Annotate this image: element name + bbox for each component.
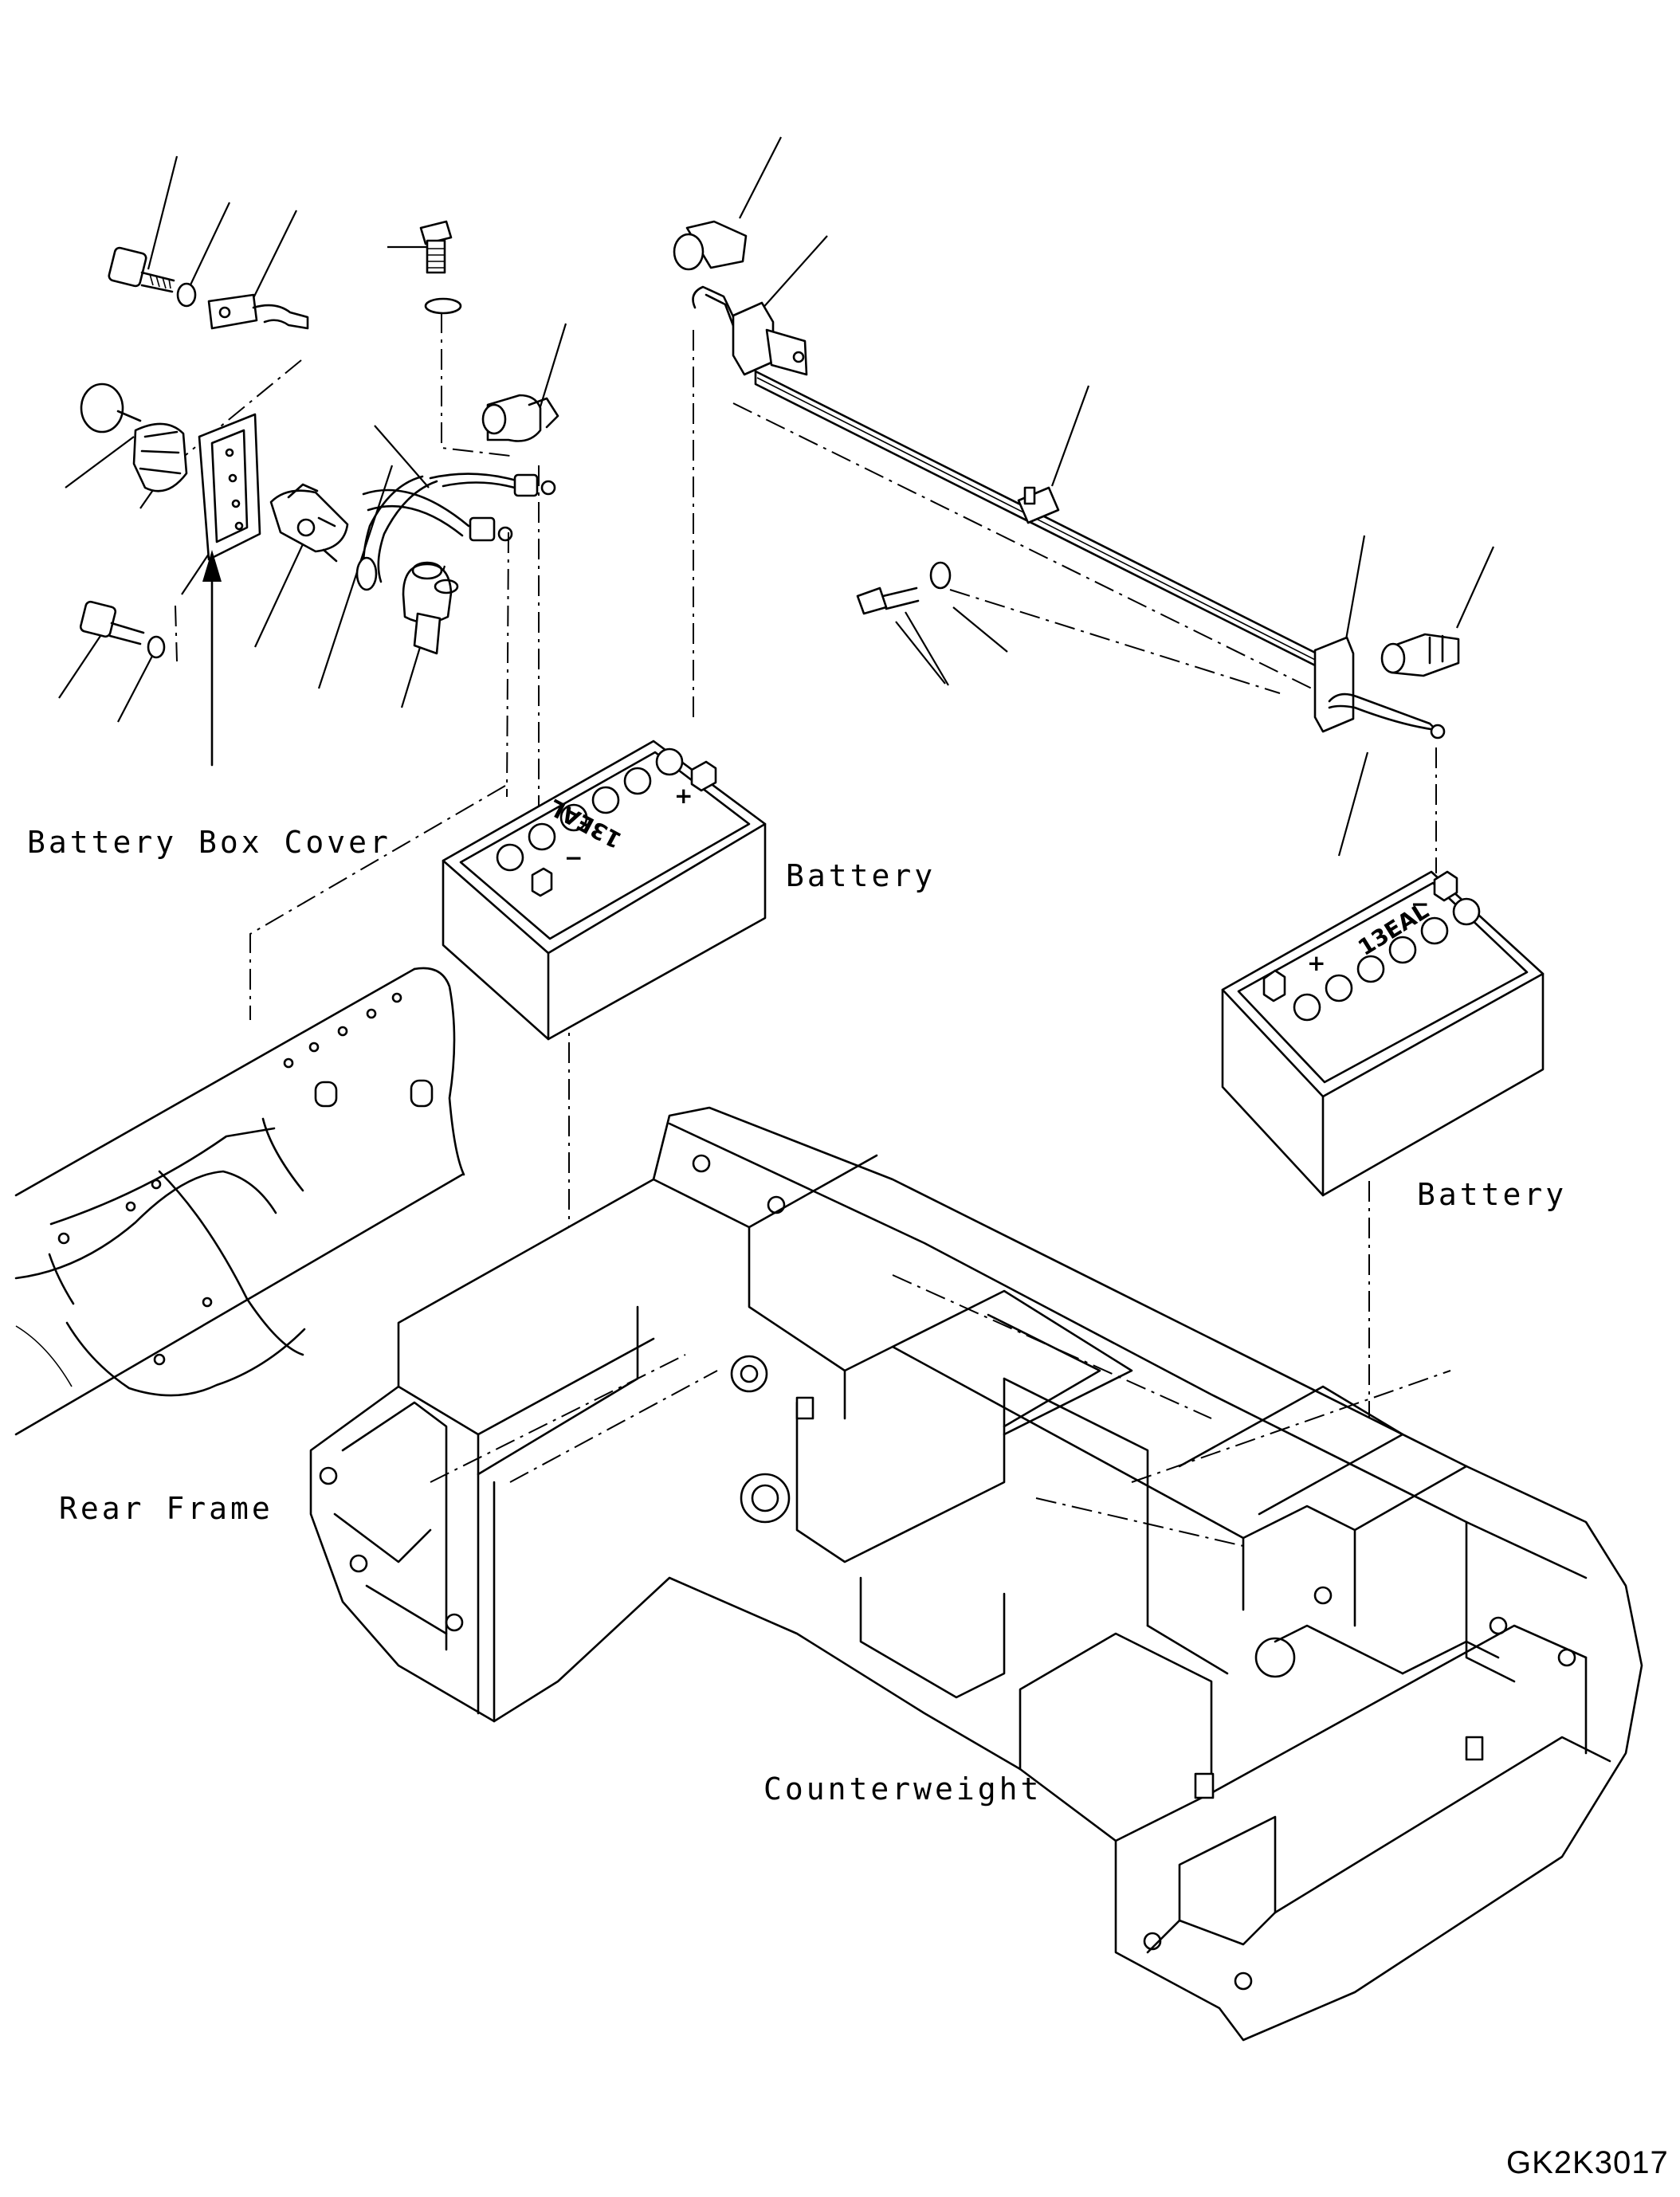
- terminal-cap-right: [1380, 633, 1460, 677]
- washer: [176, 282, 197, 308]
- battery-cables: [355, 473, 556, 591]
- washer: [929, 561, 952, 590]
- label-battery-right: Battery: [1417, 1177, 1568, 1212]
- rear-frame: [14, 967, 465, 1436]
- svg-text:+: +: [1307, 950, 1325, 976]
- cable-clip: [402, 561, 459, 655]
- relay-switch: [269, 483, 349, 563]
- terminal-cap-top: [673, 220, 748, 271]
- label-battery-left: Battery: [786, 858, 936, 893]
- drawing-code: GK2K3017: [1506, 2145, 1669, 2180]
- label-rear-frame: Rear Frame: [59, 1491, 273, 1526]
- svg-text:−: −: [1411, 891, 1429, 917]
- label-battery-box-cover: Battery Box Cover: [27, 825, 391, 860]
- washer: [147, 635, 166, 659]
- bracket-terminal: [207, 293, 309, 330]
- svg-text:+: +: [674, 783, 693, 809]
- cross-cable: [692, 285, 740, 332]
- bar-tab-middle: [1017, 486, 1060, 524]
- svg-text:−: −: [564, 845, 583, 871]
- cover-plate: [198, 413, 261, 561]
- leader-lines: [58, 136, 1495, 857]
- terminal-cap-left: [481, 394, 559, 442]
- battery-left: 13EAL − +: [442, 740, 767, 1041]
- switch-bracket: [80, 383, 188, 492]
- cover-arrow: [202, 550, 222, 767]
- counterweight: [309, 1106, 1643, 2042]
- bolt-center-left: [419, 220, 453, 274]
- bar-bracket-right: [1313, 636, 1446, 740]
- bolt-bar: [856, 587, 920, 615]
- washer: [424, 297, 462, 315]
- label-counterweight: Counterweight: [763, 1771, 1042, 1807]
- battery-right: 13EAL + −: [1221, 870, 1545, 1197]
- bar-bracket-left: [732, 301, 808, 376]
- bolt-upper-left: [108, 246, 175, 293]
- bolt-lower-left: [79, 600, 145, 645]
- cross-bar: [754, 370, 1334, 676]
